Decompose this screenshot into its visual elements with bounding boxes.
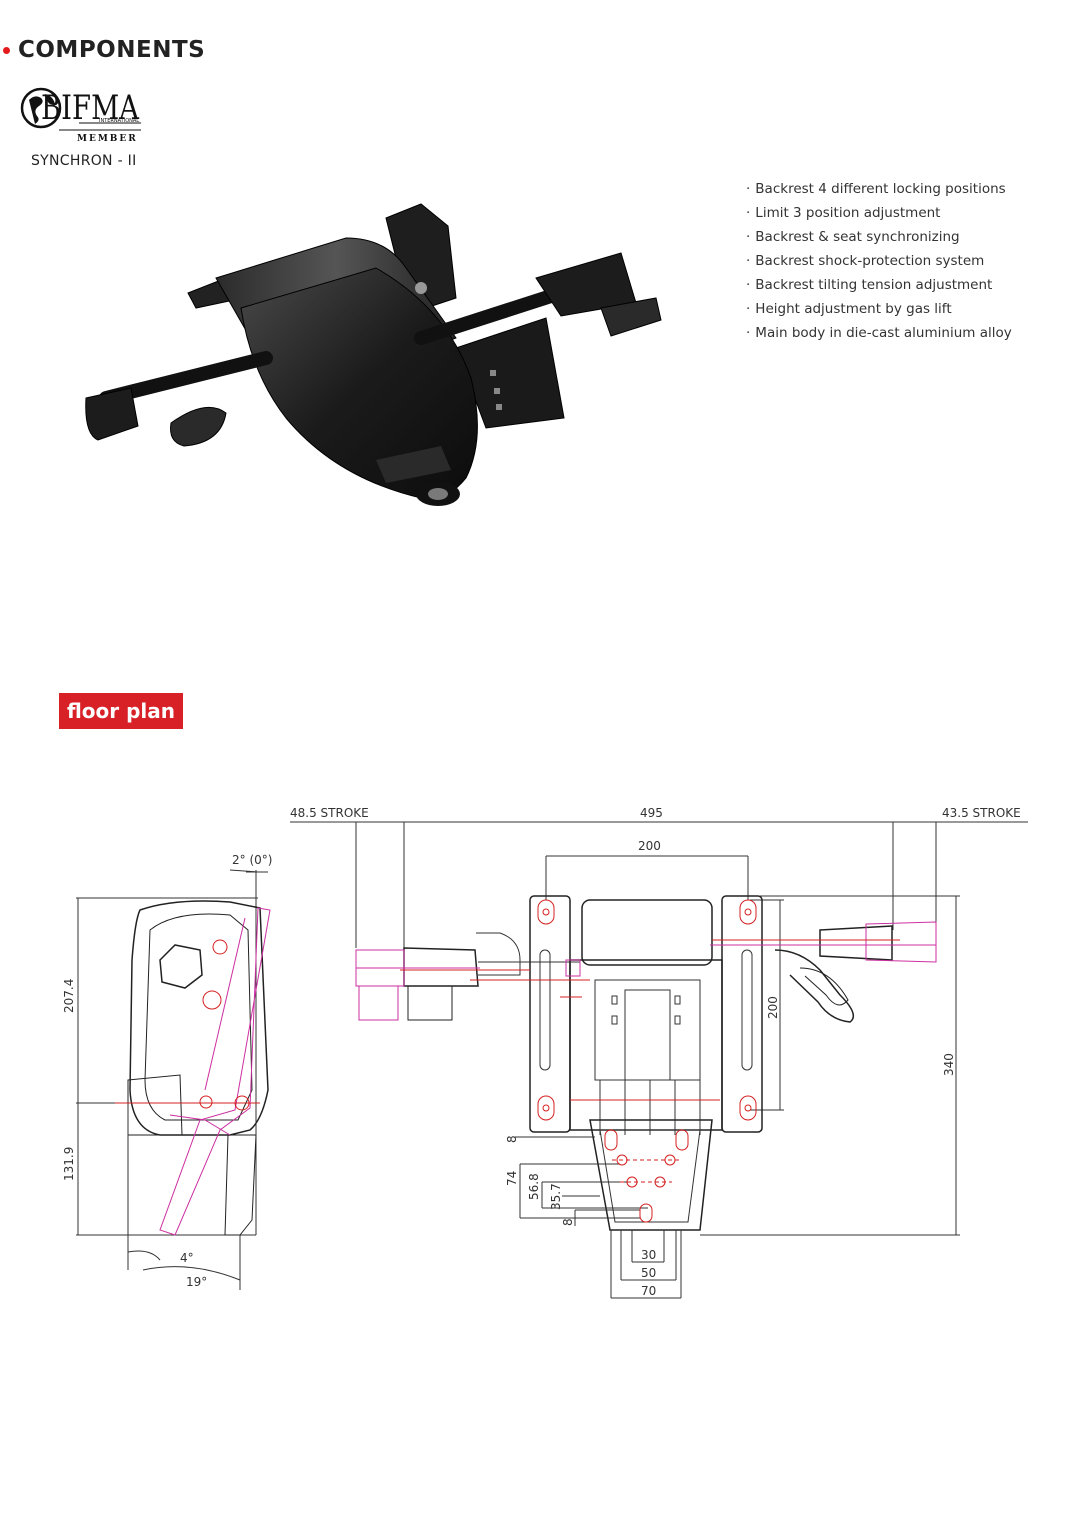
dim-side-height-lower: 131.9: [62, 1147, 76, 1181]
bullet-dot-icon: [3, 46, 10, 54]
feature-item: ·Backrest tilting tension adjustment: [746, 277, 993, 293]
dim-stroke-right: 43.5 STROKE: [942, 806, 1021, 820]
svg-text:INTERNATIONAL: INTERNATIONAL: [99, 118, 139, 124]
dim-stroke-left: 48.5 STROKE: [290, 806, 369, 820]
dim-plate-56-8: 56.8: [527, 1173, 541, 1200]
svg-text:BIFMA: BIFMA: [41, 88, 139, 128]
floor-plan-label: floor plan: [59, 693, 183, 729]
dim-plate-30: 30: [641, 1248, 656, 1262]
dim-total-depth: 340: [942, 1053, 956, 1076]
dim-plate-8-bottom: 8: [561, 1218, 575, 1226]
feature-item: ·Limit 3 position adjustment: [746, 205, 941, 221]
feature-item: ·Backrest & seat synchronizing: [746, 229, 960, 245]
feature-item: ·Backrest shock-protection system: [746, 253, 985, 269]
svg-text:MEMBER: MEMBER: [77, 134, 138, 144]
bifma-logo: BIFMA INTERNATIONAL MEMBER: [20, 87, 141, 144]
dim-plate-74: 74: [505, 1171, 519, 1186]
feature-item: ·Main body in die-cast aluminium alloy: [746, 325, 1012, 341]
model-name: SYNCHRON - II: [31, 153, 137, 169]
feature-item: ·Backrest 4 different locking positions: [746, 181, 1006, 197]
dim-hole-spacing-vertical: 200: [766, 996, 780, 1019]
dim-hole-spacing-top: 200: [638, 839, 661, 853]
dim-plate-8-top: 8: [505, 1135, 519, 1143]
dim-total-width: 495: [640, 806, 663, 820]
dim-plate-50: 50: [641, 1266, 656, 1280]
dim-side-angle-large: 19°: [186, 1275, 207, 1289]
dim-side-height-upper: 207.4: [62, 979, 76, 1013]
section-title: COMPONENTS: [18, 37, 206, 63]
dim-side-angle-small: 4°: [180, 1251, 194, 1265]
dim-plate-70: 70: [641, 1284, 656, 1298]
feature-list: ·Backrest 4 different locking positions …: [746, 178, 1012, 346]
floor-plan-drawing: 2° (0°) 207.4 131.9 4° 19°: [62, 806, 1028, 1299]
section-header: COMPONENTS: [0, 34, 205, 66]
dim-plate-35-7: 35.7: [549, 1183, 563, 1210]
feature-item: ·Height adjustment by gas lift: [746, 301, 952, 317]
chair-mechanism-image: [85, 203, 662, 506]
dim-side-angle-top: 2° (0°): [232, 853, 272, 867]
